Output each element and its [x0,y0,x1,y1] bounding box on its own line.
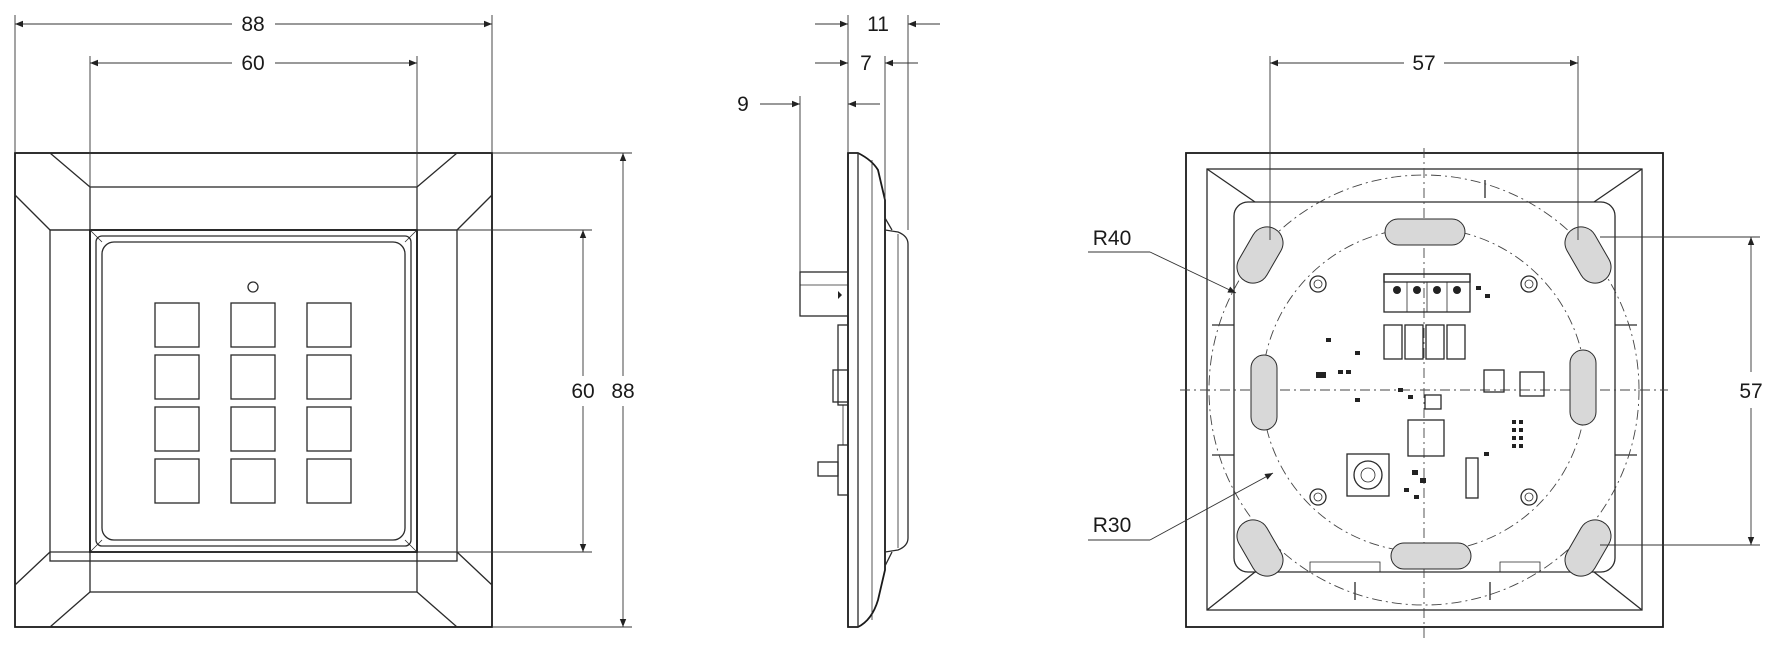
side-view: 11 7 9 [737,13,940,628]
key-10 [154,458,200,504]
front-outer-frame [14,152,493,628]
key-3 [306,302,352,348]
rotary-switch [1346,453,1390,497]
dim-back-inner-radius: R30 [1093,514,1132,537]
back-view: 57 57 R40 R30 [1088,52,1763,640]
dim-back-hole-spacing-vertical: 57 [1739,380,1762,403]
key-5 [230,354,276,400]
key-4 [154,354,200,400]
key-2 [230,302,276,348]
terminal-block [1383,273,1471,313]
key-7 [154,406,200,452]
key-9 [306,406,352,452]
front-bevel-inner [49,229,458,562]
dim-side-connector-depth: 9 [737,93,749,116]
key-1 [154,302,200,348]
back-mounting-plate [1233,201,1616,573]
front-view: 88 60 60 88 [14,13,635,628]
keypad-grid [154,302,352,504]
dim-front-overall-height: 88 [611,380,634,403]
dim-front-inner-width: 60 [241,52,264,75]
corner-slots [1236,218,1612,577]
dim-side-frame-depth: 7 [860,52,872,75]
key-11 [230,458,276,504]
side-connector [799,271,849,317]
dim-front-overall-width: 88 [241,13,264,36]
key-12 [306,458,352,504]
dim-side-total-depth: 11 [867,13,889,36]
key-8 [230,406,276,452]
front-module-frame [89,229,418,553]
dim-back-hole-spacing-horizontal: 57 [1412,52,1435,75]
dim-back-outer-radius: R40 [1093,227,1132,250]
side-frame-body [847,152,886,628]
main-chip [1407,419,1445,457]
status-led [247,281,259,293]
dim-front-inner-height: 60 [571,380,594,403]
key-6 [306,354,352,400]
front-keypad-face [101,241,406,541]
